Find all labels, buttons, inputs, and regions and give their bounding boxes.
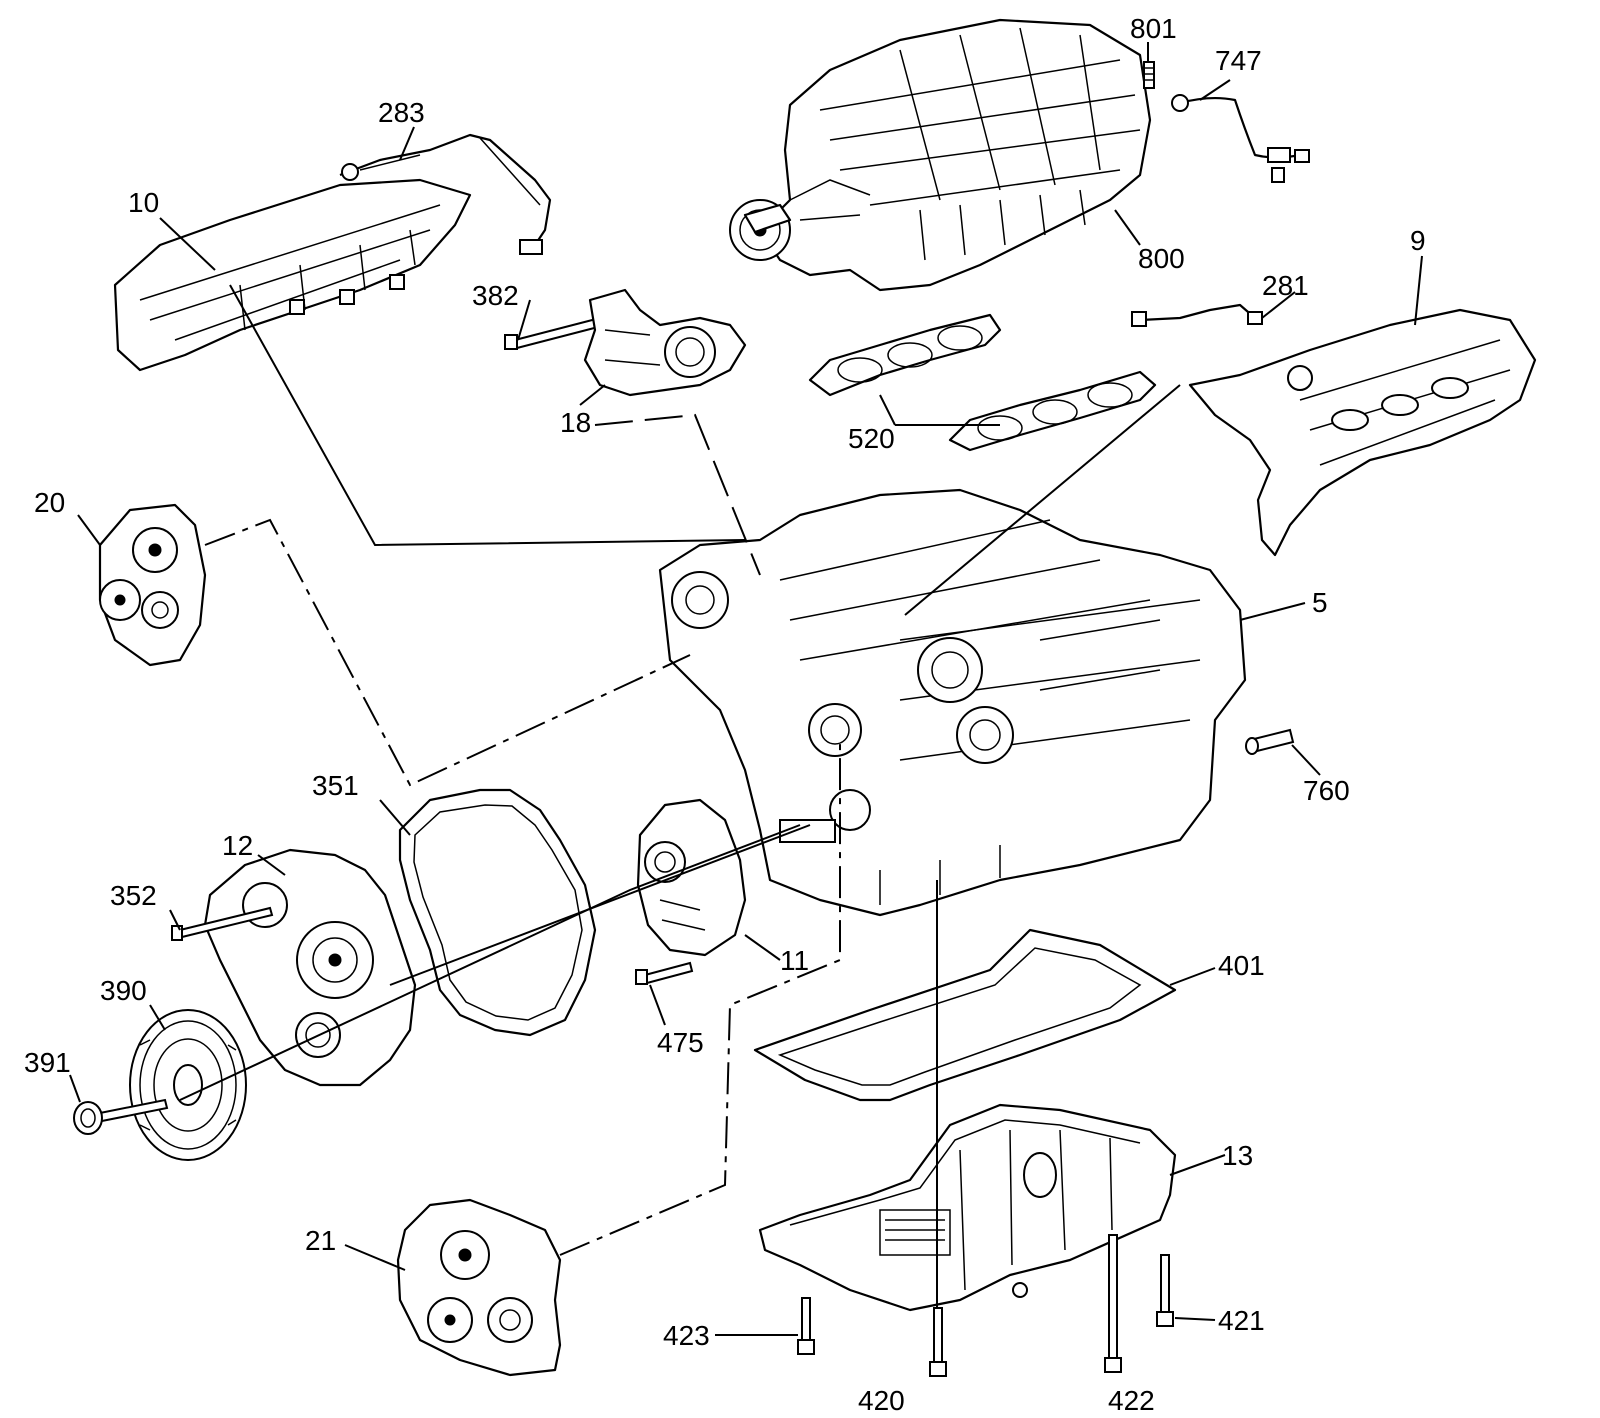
callout-5: 5: [1312, 587, 1328, 618]
callout-21: 21: [305, 1225, 336, 1256]
callout-13: 13: [1222, 1140, 1253, 1171]
callout-382: 382: [472, 280, 519, 311]
callout-391: 391: [24, 1047, 71, 1078]
callout-9: 9: [1410, 225, 1426, 256]
callout-390: 390: [100, 975, 147, 1006]
timing-assembly-21: [396, 1198, 562, 1377]
callout-352: 352: [110, 880, 157, 911]
callout-10: 10: [128, 187, 159, 218]
callout-18: 18: [560, 407, 591, 438]
oil-pan-gasket-401: [753, 928, 1177, 1102]
engine-block: [658, 488, 1247, 917]
callout-422: 422: [1108, 1385, 1155, 1416]
callout-747: 747: [1215, 45, 1262, 76]
callout-20: 20: [34, 487, 65, 518]
callout-leaders: [69, 42, 1423, 1336]
callout-281: 281: [1262, 270, 1309, 301]
bolt-475: [635, 961, 694, 985]
harness-747: [1171, 94, 1310, 183]
oil-pump-11: [636, 798, 747, 957]
assembly-lines: [179, 284, 1181, 1308]
intake-gaskets-520: [808, 313, 1157, 452]
oil-pan-13: [758, 1103, 1177, 1312]
sensor-281: [1131, 303, 1263, 327]
bolt-382: [504, 316, 604, 350]
water-outlet-18: [583, 288, 747, 397]
bolt-801: [1143, 61, 1155, 89]
valve-cover-right: [1188, 308, 1537, 557]
callout-760: 760: [1303, 775, 1350, 806]
timing-assembly-20: [98, 503, 207, 667]
callout-475: 475: [657, 1027, 704, 1058]
callout-labels: 801 747 283 10 800 9 382 281 18 520 20 5…: [24, 13, 1426, 1416]
fitting-760: [1245, 728, 1295, 755]
callout-421: 421: [1218, 1305, 1265, 1336]
callout-283: 283: [378, 97, 425, 128]
front-cover-gasket-351: [398, 788, 597, 1037]
bolt-421: [1156, 1254, 1174, 1327]
callout-520: 520: [848, 423, 895, 454]
callout-401: 401: [1218, 950, 1265, 981]
bolt-420: [929, 1307, 947, 1377]
crank-bolt-391: [73, 1098, 169, 1135]
bolt-422: [1104, 1234, 1122, 1373]
intake-manifold: [729, 18, 1152, 292]
callout-423: 423: [663, 1320, 710, 1351]
callout-12: 12: [222, 830, 253, 861]
valve-cover-left: [113, 178, 472, 372]
callout-11: 11: [780, 945, 809, 976]
callout-801: 801: [1130, 13, 1177, 44]
crank-pulley-390: [129, 1009, 247, 1161]
callout-351: 351: [312, 770, 359, 801]
callout-800: 800: [1138, 243, 1185, 274]
bolt-423: [797, 1297, 815, 1355]
callout-420: 420: [858, 1385, 905, 1416]
